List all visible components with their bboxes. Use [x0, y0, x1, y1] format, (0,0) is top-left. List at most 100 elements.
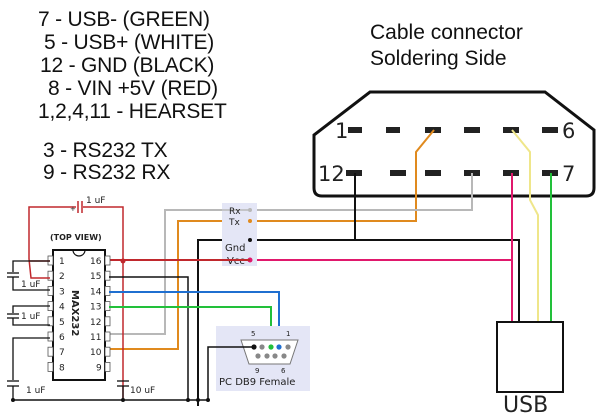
max232-pin-11 [104, 331, 111, 342]
tx-node-dot [248, 219, 252, 223]
max232-pin-label-2: 2 [59, 272, 65, 282]
wire-cap-top-red [28, 206, 76, 259]
legend-line-hearset: 1,2,4,11 - HEARSET [38, 100, 227, 123]
connector-label-pin7: 7 [562, 162, 575, 186]
max232-pin-label-9: 9 [96, 363, 102, 373]
wire-gnd-black [197, 239, 520, 406]
signal-label-vcc: Vcc [227, 256, 245, 267]
connector-label-pin1: 1 [335, 119, 348, 143]
cap-c1-label: 1 uF [21, 280, 40, 290]
max232-pin-7 [47, 346, 54, 357]
db9-pin-bottom-6 [281, 353, 287, 359]
gnd-dot-4 [196, 398, 200, 402]
connector-pin-4 [464, 127, 480, 133]
cap-c1 [7, 260, 50, 291]
max232-pin-2 [47, 270, 54, 281]
max232-pin-label-12: 12 [90, 318, 101, 328]
connector-pin-1 [348, 127, 362, 133]
connector-label-pin6: 6 [562, 119, 575, 143]
max232-chip-body [52, 249, 106, 381]
connector-bottom-pins [346, 170, 558, 176]
max232-pin-label-14: 14 [90, 287, 102, 297]
db9-pin-bottom-8 [264, 353, 270, 359]
db9-pin5-label: 5 [251, 330, 255, 338]
max232-pin-3 [47, 285, 54, 296]
connector-pin-11 [390, 170, 406, 176]
max232-pin-label-5: 5 [59, 318, 65, 328]
max232-pin-5 [47, 316, 54, 327]
signal-label-gnd: Gnd [225, 243, 245, 254]
db9-pin6-label: 6 [281, 367, 286, 375]
legend-line-rs232-tx: 3 - RS232 TX [43, 139, 168, 162]
db9-shell [240, 339, 299, 365]
wire-usb-plus-yellow [511, 129, 539, 322]
max232-pin-14 [104, 285, 111, 296]
connector-pin-5 [503, 127, 519, 133]
cap-bottom-left-label: 1 uF [26, 386, 45, 396]
db9-pins [251, 344, 291, 359]
max232-pin-label-11: 11 [90, 333, 101, 343]
cap-bottom-right [117, 380, 129, 400]
db9-pin9-label: 9 [255, 367, 259, 375]
cap-bottom-left [7, 337, 50, 400]
max232-pin-8 [47, 361, 54, 372]
max232-pin-12 [104, 316, 111, 327]
wire-db9-gnd [207, 346, 254, 400]
usb-label: USB [503, 393, 548, 416]
connector-pin-6 [542, 127, 558, 133]
signal-label-tx: Tx [228, 218, 240, 228]
vcc-junction-dot [120, 258, 126, 264]
max232-chip-name: MAX232 [69, 290, 80, 336]
gnd-node-dot [248, 238, 252, 242]
connector-pin-2 [386, 127, 400, 133]
connector-top-pins [348, 127, 558, 133]
max232-top-view-label: (TOP VIEW) [50, 233, 102, 242]
legend-line-usb-minus: 7 - USB- (GREEN) [38, 8, 210, 31]
db9-pin1-label: 1 [286, 330, 290, 338]
max232-pin-label-7: 7 [59, 348, 65, 358]
usb-connector-box [496, 321, 564, 393]
db9-pin-top-4 [259, 344, 265, 350]
max232-pin-label-16: 16 [90, 257, 102, 267]
wire-cap-top-red-right [83, 206, 124, 398]
wire-pin2-red [28, 258, 50, 279]
rx-node-dot [248, 208, 252, 212]
connector-pin-10 [425, 170, 441, 176]
max232-pin-label-13: 13 [90, 303, 101, 313]
legend-line-vin: 8 - VIN +5V (RED) [48, 77, 218, 100]
max232-pin-15 [104, 270, 111, 281]
max232-notch [72, 249, 86, 257]
max232-pin-16 [104, 255, 111, 266]
max232-pin-label-6: 6 [59, 333, 65, 343]
db9-pin-top-2 [276, 344, 282, 350]
max232-pin-label-1: 1 [59, 257, 65, 267]
max232-pin-label-8: 8 [59, 363, 65, 373]
connector-label-pin12: 12 [318, 162, 345, 186]
db9-label: PC DB9 Female [219, 377, 295, 388]
connector-title-line1: Cable connector [370, 21, 523, 44]
max232-pin-9 [104, 361, 111, 372]
legend-line-rs232-rx: 9 - RS232 RX [43, 161, 171, 184]
signal-label-rx: Rx [229, 207, 241, 217]
max232-pin-label-15: 15 [90, 272, 101, 282]
db9-pin-bottom-7 [272, 353, 278, 359]
gnd-dot-1 [11, 398, 15, 402]
connector-title: Cable connector Soldering Side [370, 20, 523, 72]
cap-top-plus: + [70, 205, 76, 213]
wire-pin15-gnd [109, 276, 189, 400]
legend-line-gnd: 12 - GND (BLACK) [40, 54, 215, 77]
max232-pin-label-10: 10 [90, 348, 102, 358]
connector-title-line2: Soldering Side [370, 47, 507, 70]
legend-line-usb-plus: 5 - USB+ (WHITE) [44, 31, 215, 54]
db9-pin-top-3 [268, 344, 274, 350]
cable-connector-outline [312, 90, 596, 198]
cap-bottom-right-label: 10 uF [130, 386, 155, 396]
db9-pin-bottom-9 [255, 353, 261, 359]
max232-pin-label-4: 4 [59, 303, 65, 313]
max232-pin-6 [47, 331, 54, 342]
cap-c2 [7, 305, 50, 326]
max232-pin-10 [104, 346, 111, 357]
gnd-dot-2 [121, 398, 125, 402]
cap-top-label: 1 uF [86, 196, 105, 206]
